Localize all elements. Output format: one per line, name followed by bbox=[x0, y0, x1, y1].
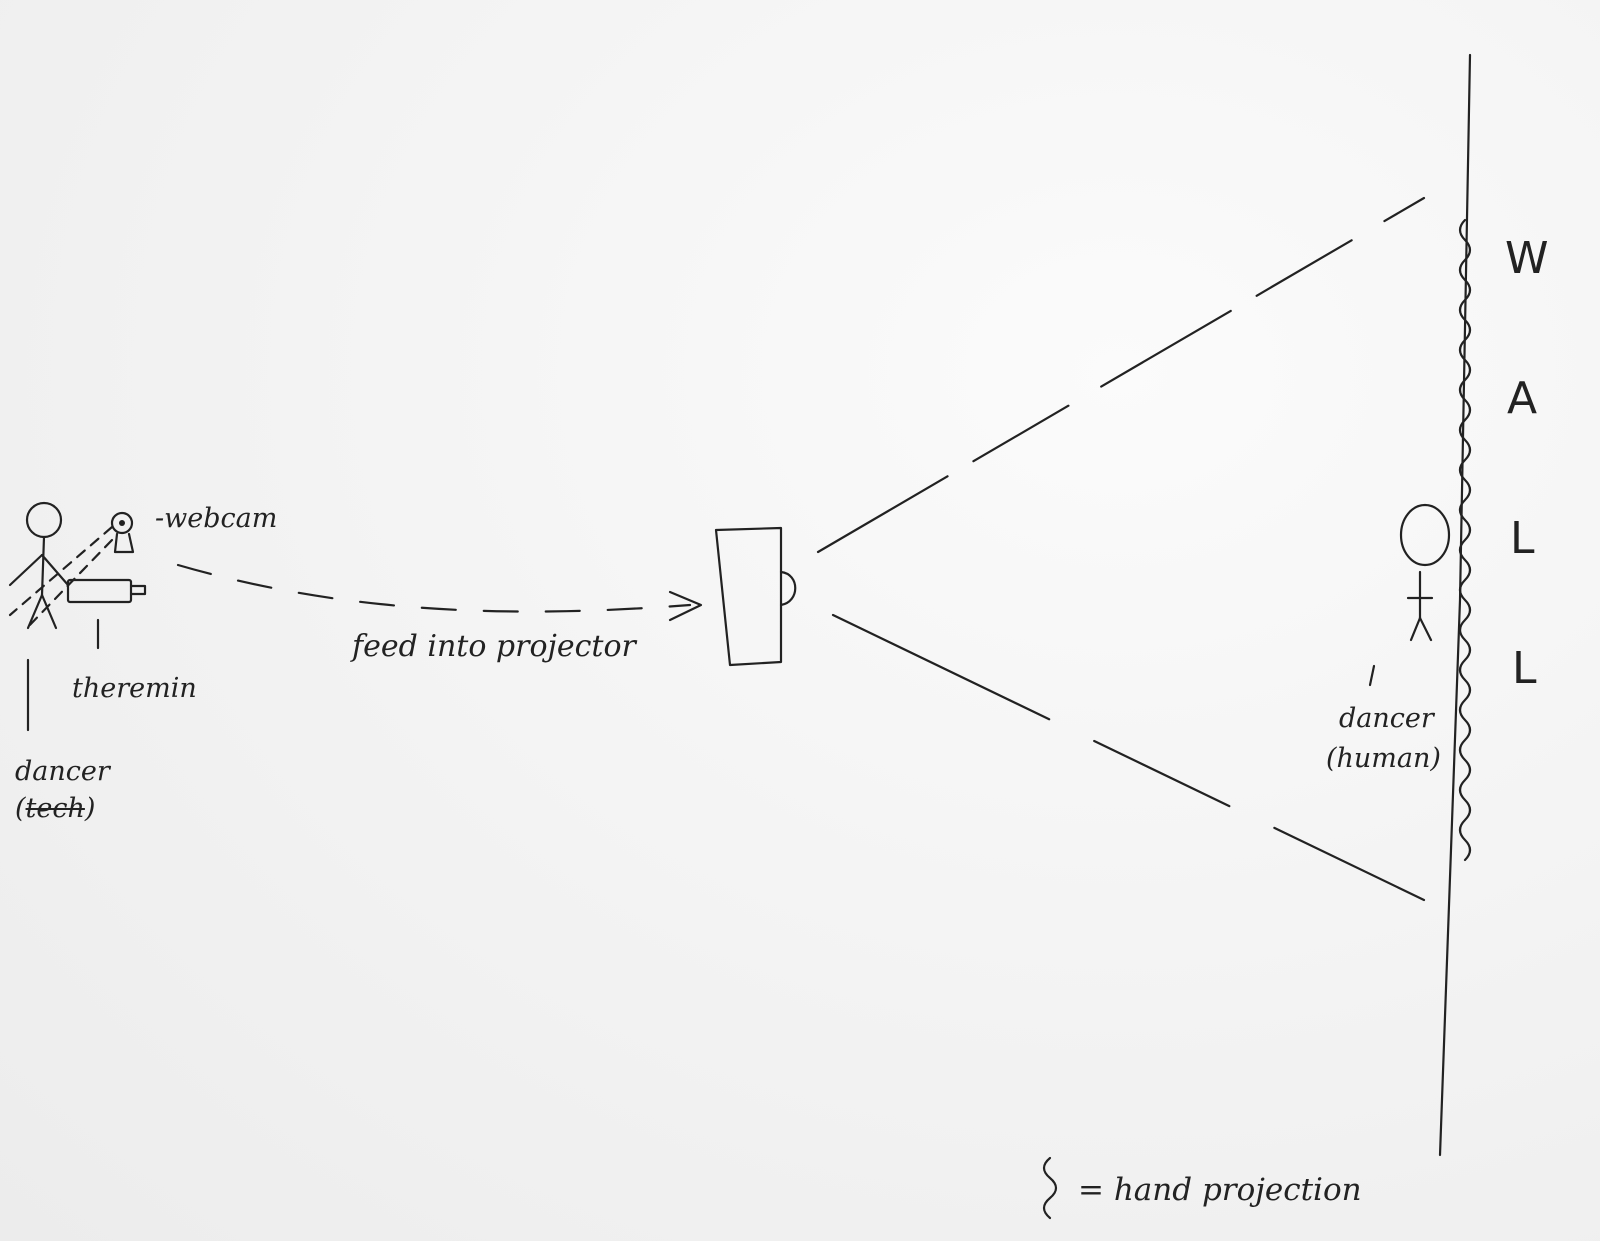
dancer-human-label-line2: (human) bbox=[1326, 743, 1441, 774]
webcam-icon bbox=[110, 511, 135, 554]
wall-letter-a: A bbox=[1507, 373, 1538, 424]
dancer-human-label-line1: dancer bbox=[1339, 703, 1434, 734]
wall-letter-w: W bbox=[1505, 233, 1549, 284]
feed-label: feed into projector bbox=[352, 629, 636, 664]
theremin-label: theremin bbox=[72, 673, 197, 704]
theremin-icon bbox=[66, 578, 147, 650]
feed-arrow bbox=[176, 563, 703, 622]
projection-beam bbox=[816, 196, 1426, 902]
dancer-tech-struck-word: tech bbox=[25, 793, 85, 824]
dancer-tech-label-line1: dancer bbox=[15, 756, 110, 787]
hand-projection-legend-symbol bbox=[1042, 1156, 1058, 1220]
dancer-tech-label-line2: (tech) bbox=[15, 795, 95, 822]
wall-letter-l2: L bbox=[1512, 643, 1537, 694]
webcam-label: -webcam bbox=[155, 503, 278, 534]
dancer-tech-open-paren: ( bbox=[15, 793, 26, 824]
wall-line bbox=[1438, 53, 1472, 1157]
projector-icon bbox=[714, 526, 797, 667]
dancer-tech-close-paren: ) bbox=[84, 793, 96, 824]
legend-label: = hand projection bbox=[1078, 1172, 1362, 1208]
dancer-tech-figure bbox=[8, 501, 70, 732]
wall-letter-l1: L bbox=[1510, 513, 1535, 564]
dancer-human-figure bbox=[1368, 503, 1451, 687]
